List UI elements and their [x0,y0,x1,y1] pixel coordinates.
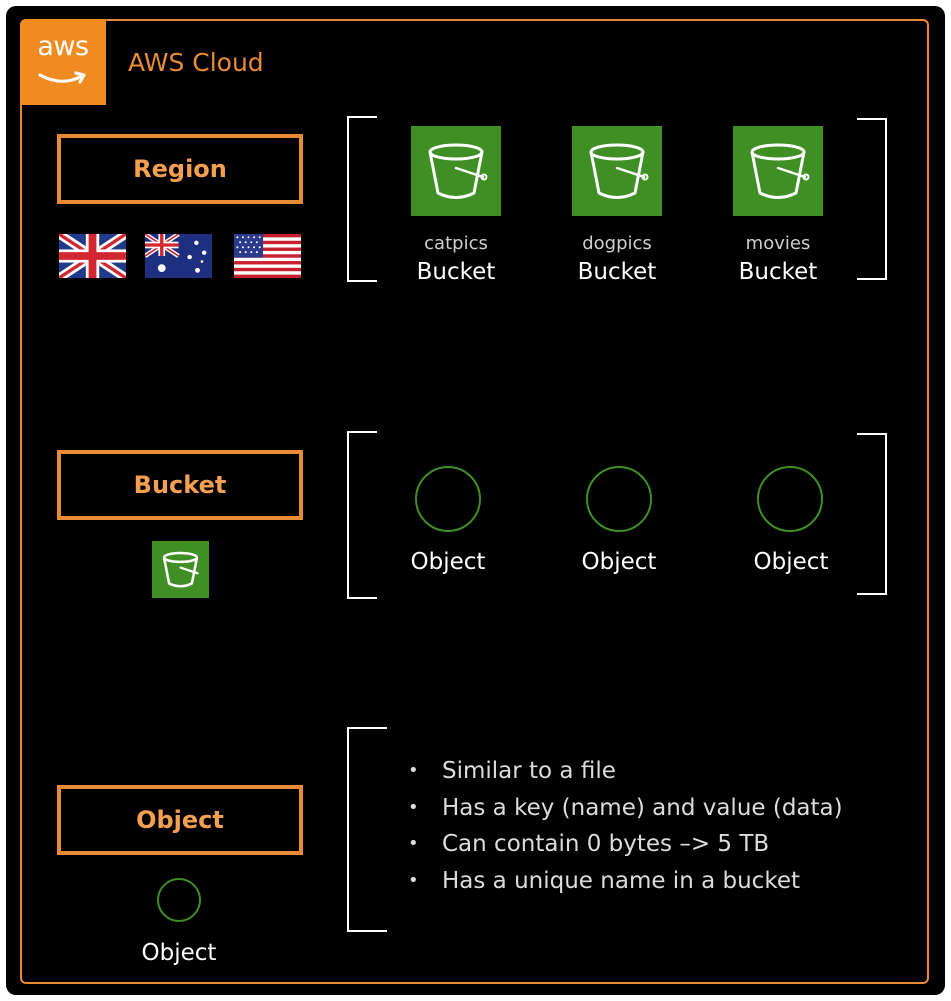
object-label: Object [136,806,224,834]
list-item: •Similar to a file [408,758,616,784]
region-bracket-left [347,116,377,282]
region-bracket-right [857,118,887,280]
object-circle-icon [415,466,481,532]
region-label: Region [133,155,227,183]
aws-logo-icon: aws [20,19,106,105]
list-item: •Can contain 0 bytes –> 5 TB [408,831,770,857]
bucket-name: movies [745,233,811,254]
list-item: •Has a unique name in a bucket [408,867,800,894]
object-circle-icon [157,878,201,922]
bucket-icon [572,126,662,216]
object-caption: Object [753,549,829,575]
object-caption: Object [581,549,657,575]
bucket-icon [733,126,823,216]
australia-flag-icon [145,234,212,278]
cloud-title: AWS Cloud [128,48,264,77]
bucket-label-box: Bucket [57,450,303,520]
object-label-box: Object [57,785,303,855]
bucket-icon [411,126,501,216]
object-properties-list: •Similar to a file •Has a key (name) and… [405,756,843,902]
bucket-label: Bucket [133,471,227,499]
bullet-icon: • [408,833,419,854]
aws-cloud-container [20,19,929,984]
bullet-icon: • [408,760,419,781]
aws-logo-text: aws [37,31,89,62]
bucket-icon [152,541,209,598]
object-caption: Object [141,940,217,966]
bucket-type: Bucket [416,259,496,285]
list-item: •Has a key (name) and value (data) [408,794,843,821]
bucket-name: catpics [424,233,488,254]
region-label-box: Region [57,134,303,204]
object-circle-icon [586,466,652,532]
bucket-type: Bucket [577,259,657,285]
bucket-bracket-right [857,433,887,595]
uk-flag-icon [59,234,126,278]
object-circle-icon [757,466,823,532]
bullet-icon: • [408,869,419,891]
bucket-bracket-left [347,431,377,599]
bucket-name: dogpics [582,233,652,254]
bullet-icon: • [408,796,419,818]
bucket-type: Bucket [738,259,818,285]
usa-flag-icon [234,234,301,278]
object-bracket-left [347,727,387,932]
object-caption: Object [410,549,486,575]
